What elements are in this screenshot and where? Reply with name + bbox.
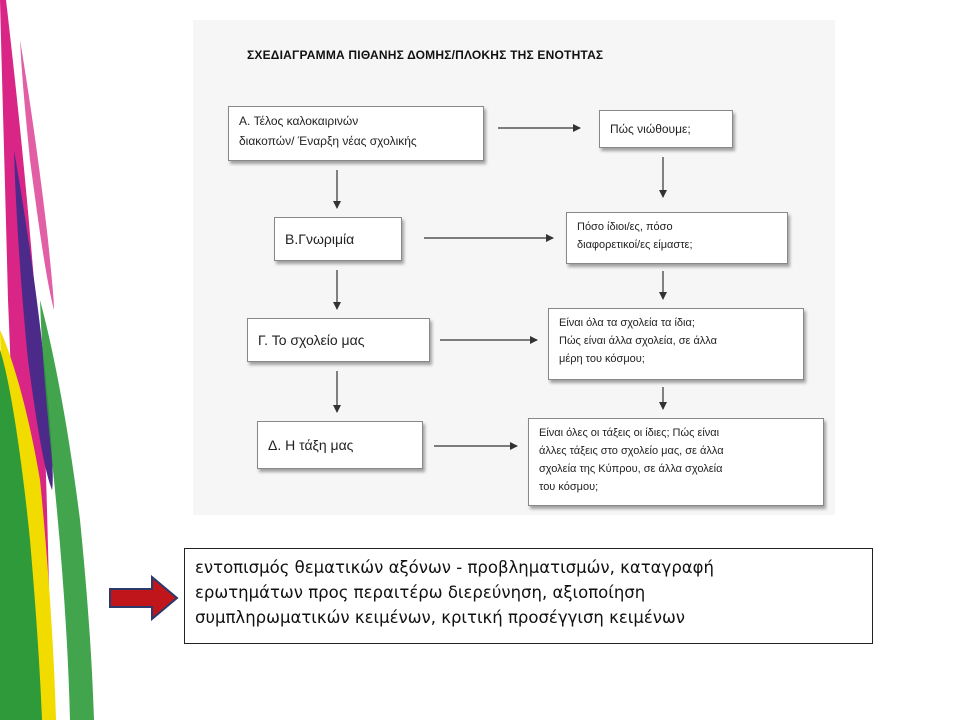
bottom-note-line-3: συμπληρωματικών κειμένων, κριτική προσέγ… [195,608,685,627]
word: αξιοποίηση [552,583,646,602]
stripe-green-2 [40,300,94,720]
bottom-note: εντοπισμός θεματικών αξόνων - προβληματι… [184,548,873,644]
word: θεματικών [294,558,384,577]
right-box-3: Είναι όλα τα σχολεία τα ίδια; Πώς είναι … [548,308,804,380]
bottom-note-line-2: ερωτημάτων προς περαιτέρω διερεύνηση, αξ… [195,580,858,605]
right-box-2-line-2: διαφορετικοί/ες είμαστε; [577,239,693,251]
right-box-4-line-1: Είναι όλες οι τάξεις οι ίδιες; Πώς είναι [539,427,720,439]
red-arrow-icon [109,574,179,622]
right-box-4-line-3: σχολεία της Κύπρου, σε άλλα σχολεία [539,463,723,475]
left-box-a-line-2: διακοπών/ Έναρξη νέας σχολικής [239,134,417,148]
word: - [456,558,463,577]
word: ερωτημάτων [195,583,303,602]
left-box-a-line-1: A. Τέλος καλοκαιρινών [239,114,359,128]
left-box-c: Γ. Το σχολείο μας [247,318,430,362]
right-box-2: Πόσο ίδιοι/ες, πόσο διαφορετικοί/ες είμα… [566,212,788,264]
right-box-3-line-3: μέρη του κόσμου; [559,353,645,365]
left-box-b-line-1: B.Γνωριμία [285,231,355,247]
word: προβληματισμών, [467,558,615,577]
word: περαιτέρω [353,583,443,602]
right-box-2-line-1: Πόσο ίδιοι/ες, πόσο [577,221,673,233]
word: καταγραφή [620,558,715,577]
right-box-1: Πώς νιώθουμε; [599,110,733,148]
left-box-b: B.Γνωριμία [274,217,402,261]
left-box-d-line-1: Δ. Η τάξη μας [268,437,354,453]
right-box-4-line-2: άλλες τάξεις στο σχολείο μας, σε άλλα [539,445,724,457]
word: εντοπισμός [195,558,290,577]
right-box-4-line-4: του κόσμου; [539,481,599,493]
diagram-title: ΣΧΕΔΙΑΓΡΑΜΜΑ ΠΙΘΑΝΗΣ ΔΟΜΗΣ/ΠΛΟΚΗΣ ΤΗΣ ΕΝ… [247,48,604,62]
left-box-a: A. Τέλος καλοκαιρινών διακοπών/ Έναρξη ν… [228,106,484,161]
word: αξόνων [388,558,452,577]
right-box-1-line-1: Πώς νιώθουμε; [610,122,691,136]
left-box-c-line-1: Γ. Το σχολείο μας [258,332,365,348]
word: διερεύνηση, [447,583,548,602]
right-box-3-line-1: Είναι όλα τα σχολεία τα ίδια; [559,317,695,329]
word: προς [308,583,349,602]
left-box-d: Δ. Η τάξη μας [257,421,423,469]
right-box-3-line-2: Πώς είναι άλλα σχολεία, σε άλλα [559,335,718,347]
stripe-purple [14,150,53,490]
stripe-green [0,350,42,720]
bottom-note-text: εντοπισμός θεματικών αξόνων - προβληματι… [195,555,858,630]
stripe-magenta-2 [20,40,54,310]
bottom-note-line-1: εντοπισμός θεματικών αξόνων - προβληματι… [195,555,858,580]
right-box-4: Είναι όλες οι τάξεις οι ίδιες; Πώς είναι… [528,418,824,506]
